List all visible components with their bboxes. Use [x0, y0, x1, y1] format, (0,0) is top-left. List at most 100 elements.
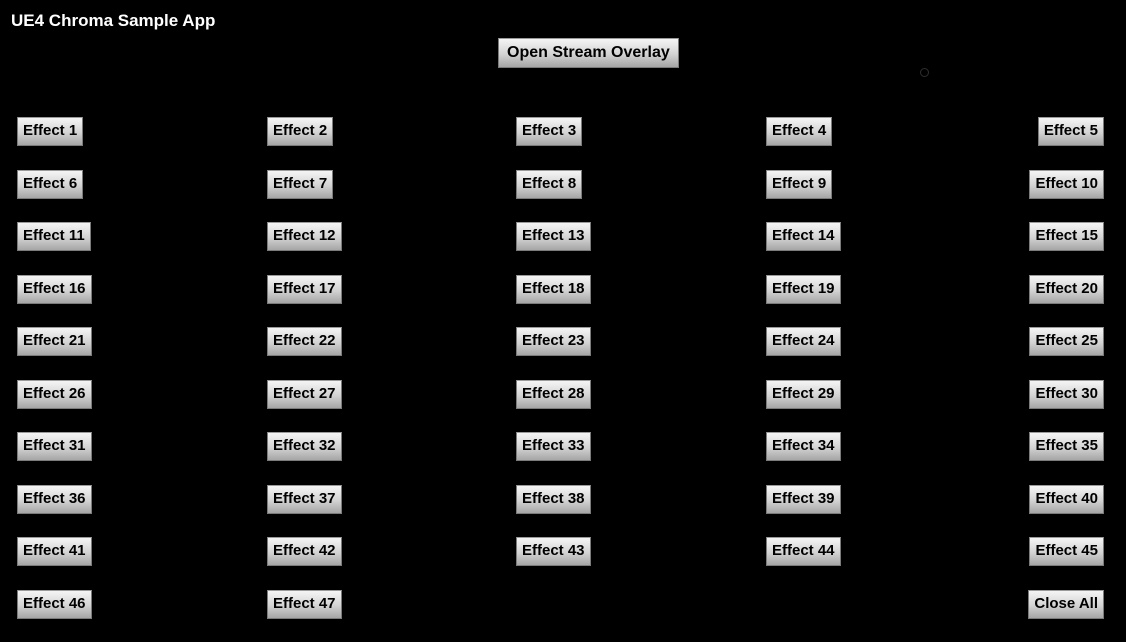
effect-20-button[interactable]: Effect 20 — [1029, 275, 1104, 304]
effect-3-button[interactable]: Effect 3 — [516, 117, 582, 146]
effect-cell: Effect 46 — [17, 590, 92, 619]
effect-cell: Effect 28 — [516, 380, 591, 409]
effect-row: Effect 1 Effect 2 Effect 3 Effect 4 Effect 5 — [0, 117, 1126, 170]
effect-cell: Effect 43 — [516, 537, 591, 566]
effect-cell: Effect 39 — [766, 485, 841, 514]
effect-30-button[interactable]: Effect 30 — [1029, 380, 1104, 409]
effect-cell: Effect 42 — [267, 537, 342, 566]
effect-25-button[interactable]: Effect 25 — [1029, 327, 1104, 356]
effect-cell: Effect 35 — [1029, 432, 1104, 461]
effect-17-button[interactable]: Effect 17 — [267, 275, 342, 304]
effect-12-button[interactable]: Effect 12 — [267, 222, 342, 251]
effect-cell: Effect 21 — [17, 327, 92, 356]
effect-cell: Close All — [1028, 590, 1104, 619]
effect-8-button[interactable]: Effect 8 — [516, 170, 582, 199]
effect-6-button[interactable]: Effect 6 — [17, 170, 83, 199]
effect-38-button[interactable]: Effect 38 — [516, 485, 591, 514]
effect-cell: Effect 24 — [766, 327, 841, 356]
effect-cell: Effect 41 — [17, 537, 92, 566]
effect-42-button[interactable]: Effect 42 — [267, 537, 342, 566]
effect-32-button[interactable]: Effect 32 — [267, 432, 342, 461]
effect-cell: Effect 26 — [17, 380, 92, 409]
effect-4-button[interactable]: Effect 4 — [766, 117, 832, 146]
effect-cell: Effect 11 — [17, 222, 91, 251]
effect-1-button[interactable]: Effect 1 — [17, 117, 83, 146]
effect-cell: Effect 15 — [1029, 222, 1104, 251]
effect-18-button[interactable]: Effect 18 — [516, 275, 591, 304]
effect-cell: Effect 12 — [267, 222, 342, 251]
effect-cell: Effect 13 — [516, 222, 591, 251]
effect-cell: Effect 22 — [267, 327, 342, 356]
effect-cell: Effect 7 — [267, 170, 333, 199]
effect-row: Effect 16 Effect 17 Effect 18 Effect 19 Effe… — [0, 275, 1126, 328]
effect-37-button[interactable]: Effect 37 — [267, 485, 342, 514]
effect-31-button[interactable]: Effect 31 — [17, 432, 92, 461]
effect-5-button[interactable]: Effect 5 — [1038, 117, 1104, 146]
open-stream-overlay-button[interactable]: Open Stream Overlay — [498, 38, 679, 68]
effect-cell: Effect 47 — [267, 590, 342, 619]
effect-11-button[interactable]: Effect 11 — [17, 222, 91, 251]
effect-cell: Effect 19 — [766, 275, 841, 304]
effect-cell: Effect 38 — [516, 485, 591, 514]
effect-cell: Effect 14 — [766, 222, 841, 251]
effect-cell: Effect 20 — [1029, 275, 1104, 304]
effect-cell: Effect 31 — [17, 432, 92, 461]
effect-cell: Effect 5 — [1038, 117, 1104, 146]
effect-46-button[interactable]: Effect 46 — [17, 590, 92, 619]
effect-19-button[interactable]: Effect 19 — [766, 275, 841, 304]
effect-15-button[interactable]: Effect 15 — [1029, 222, 1104, 251]
effect-41-button[interactable]: Effect 41 — [17, 537, 92, 566]
effect-cell: Effect 18 — [516, 275, 591, 304]
effect-row: Effect 11 Effect 12 Effect 13 Effect 14 Effe… — [0, 222, 1126, 275]
effect-34-button[interactable]: Effect 34 — [766, 432, 841, 461]
effect-10-button[interactable]: Effect 10 — [1029, 170, 1104, 199]
effect-35-button[interactable]: Effect 35 — [1029, 432, 1104, 461]
effect-row: Effect 21 Effect 22 Effect 23 Effect 24 Effe… — [0, 327, 1126, 380]
effect-cell: Effect 2 — [267, 117, 333, 146]
effect-43-button[interactable]: Effect 43 — [516, 537, 591, 566]
effect-row: Effect 6 Effect 7 Effect 8 Effect 9 Effect 1… — [0, 170, 1126, 223]
effect-7-button[interactable]: Effect 7 — [267, 170, 333, 199]
effect-cell: Effect 36 — [17, 485, 92, 514]
effect-33-button[interactable]: Effect 33 — [516, 432, 591, 461]
effect-16-button[interactable]: Effect 16 — [17, 275, 92, 304]
page-title: UE4 Chroma Sample App — [11, 10, 215, 32]
effect-cell: Effect 9 — [766, 170, 832, 199]
effect-cell: Effect 32 — [267, 432, 342, 461]
effect-cell: Effect 44 — [766, 537, 841, 566]
effect-24-button[interactable]: Effect 24 — [766, 327, 841, 356]
effect-cell: Effect 17 — [267, 275, 342, 304]
effect-cell: Effect 33 — [516, 432, 591, 461]
effect-36-button[interactable]: Effect 36 — [17, 485, 92, 514]
effect-cell: Effect 10 — [1029, 170, 1104, 199]
effect-cell: Effect 27 — [267, 380, 342, 409]
effect-cell: Effect 6 — [17, 170, 83, 199]
close-all-button[interactable]: Close All — [1028, 590, 1104, 619]
effect-cell: Effect 8 — [516, 170, 582, 199]
effect-2-button[interactable]: Effect 2 — [267, 117, 333, 146]
effect-21-button[interactable]: Effect 21 — [17, 327, 92, 356]
effect-cell: Effect 3 — [516, 117, 582, 146]
effect-cell: Effect 30 — [1029, 380, 1104, 409]
effect-14-button[interactable]: Effect 14 — [766, 222, 841, 251]
effect-44-button[interactable]: Effect 44 — [766, 537, 841, 566]
effect-9-button[interactable]: Effect 9 — [766, 170, 832, 199]
effect-cell: Effect 23 — [516, 327, 591, 356]
effect-button-grid: Effect 1 Effect 2 Effect 3 Effect 4 Effect 5… — [0, 117, 1126, 642]
effect-cell: Effect 34 — [766, 432, 841, 461]
effect-39-button[interactable]: Effect 39 — [766, 485, 841, 514]
effect-cell: Effect 4 — [766, 117, 832, 146]
effect-row: Effect 31 Effect 32 Effect 33 Effect 34 Effe… — [0, 432, 1126, 485]
effect-23-button[interactable]: Effect 23 — [516, 327, 591, 356]
effect-40-button[interactable]: Effect 40 — [1029, 485, 1104, 514]
effect-28-button[interactable]: Effect 28 — [516, 380, 591, 409]
effect-cell: Effect 25 — [1029, 327, 1104, 356]
effect-26-button[interactable]: Effect 26 — [17, 380, 92, 409]
effect-29-button[interactable]: Effect 29 — [766, 380, 841, 409]
effect-27-button[interactable]: Effect 27 — [267, 380, 342, 409]
effect-13-button[interactable]: Effect 13 — [516, 222, 591, 251]
effect-45-button[interactable]: Effect 45 — [1029, 537, 1104, 566]
effect-22-button[interactable]: Effect 22 — [267, 327, 342, 356]
effect-47-button[interactable]: Effect 47 — [267, 590, 342, 619]
